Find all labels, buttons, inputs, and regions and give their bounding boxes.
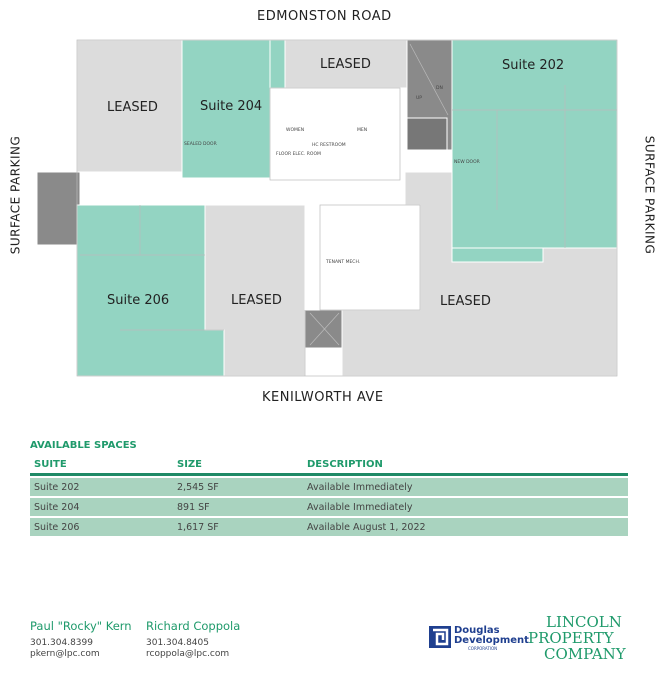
cell-size: 1,617 SF <box>177 521 219 533</box>
suite-204-label: Suite 204 <box>200 99 262 114</box>
table-header: SUITE SIZE DESCRIPTION <box>30 459 628 476</box>
leased-mid-label: LEASED <box>231 293 282 308</box>
leased-top-area <box>284 39 408 89</box>
douglas-logo: Douglas Development CORPORATION <box>429 626 529 652</box>
up-label: UP <box>416 95 422 101</box>
contact-name: Paul "Rocky" Kern <box>30 619 132 633</box>
leased-nw-area <box>76 39 183 173</box>
available-spaces-table: AVAILABLE SPACES SUITE SIZE DESCRIPTION … <box>30 440 628 536</box>
suite-202-label: Suite 202 <box>502 58 564 73</box>
lincoln-text: COMPANY <box>544 645 626 663</box>
suite-206-area <box>76 204 225 377</box>
hc-restroom-label: HC RESTROOM <box>312 142 346 148</box>
douglas-text: CORPORATION <box>468 646 498 651</box>
tenant-mech-label: TENANT MECH. <box>325 259 360 265</box>
suite-206-label: Suite 206 <box>107 293 169 308</box>
table-row: Suite 206 1,617 SF Available August 1, 202… <box>30 518 628 536</box>
cell-suite: Suite 202 <box>34 481 80 493</box>
contact-kern: Paul "Rocky" Kern 301.304.8399 pkern@lpc… <box>30 620 132 660</box>
floor-elec-label: FLOOR ELEC. ROOM <box>276 151 321 157</box>
col-size: SIZE <box>177 459 203 470</box>
cell-description: Available August 1, 2022 <box>307 521 426 533</box>
men-label: MEN <box>357 127 367 133</box>
leased-nw-label: LEASED <box>107 100 158 115</box>
contact-phone: 301.304.8399 <box>30 638 93 648</box>
women-label: WOMEN <box>286 127 304 133</box>
floor-plan: LEASED Suite 204 LEASED Suite 202 Suite … <box>36 39 618 377</box>
col-description: DESCRIPTION <box>307 459 383 470</box>
douglas-text: Douglas <box>454 625 500 636</box>
table-title: AVAILABLE SPACES <box>30 440 137 451</box>
cell-description: Available Immediately <box>307 501 413 513</box>
table-row: Suite 204 891 SF Available Immediately <box>30 498 628 516</box>
dn-label: DN <box>436 85 443 91</box>
table-row: Suite 202 2,545 SF Available Immediately <box>30 478 628 496</box>
cell-size: 891 SF <box>177 501 210 513</box>
contact-phone: 301.304.8405 <box>146 638 209 648</box>
leased-top-label: LEASED <box>320 57 371 72</box>
stair-w <box>36 171 81 246</box>
top-road-label: EDMONSTON ROAD <box>257 9 392 24</box>
contact-name: Richard Coppola <box>146 619 241 633</box>
cell-suite: Suite 204 <box>34 501 80 513</box>
douglas-text: Development <box>454 635 529 646</box>
cell-size: 2,545 SF <box>177 481 219 493</box>
lincoln-text: LINCOLN <box>546 613 622 631</box>
lincoln-text: PROPERTY <box>528 629 614 647</box>
contact-email[interactable]: pkern@lpc.com <box>30 649 100 659</box>
cell-description: Available Immediately <box>307 481 413 493</box>
contact-email[interactable]: rcoppola@lpc.com <box>146 649 230 659</box>
sealed-door-label: SEALED DOOR <box>184 141 217 147</box>
leased-se-label: LEASED <box>440 294 491 309</box>
cell-suite: Suite 206 <box>34 521 80 533</box>
douglas-logo-mark-icon <box>429 626 451 648</box>
lincoln-logo: LINCOLN PROPERTY COMPANY <box>528 614 626 662</box>
col-suite: SUITE <box>34 459 67 470</box>
new-door-label: NEW DOOR <box>454 159 480 165</box>
contact-coppola: Richard Coppola 301.304.8405 rcoppola@lp… <box>146 620 240 660</box>
bottom-road-label: KENILWORTH AVE <box>262 390 384 405</box>
